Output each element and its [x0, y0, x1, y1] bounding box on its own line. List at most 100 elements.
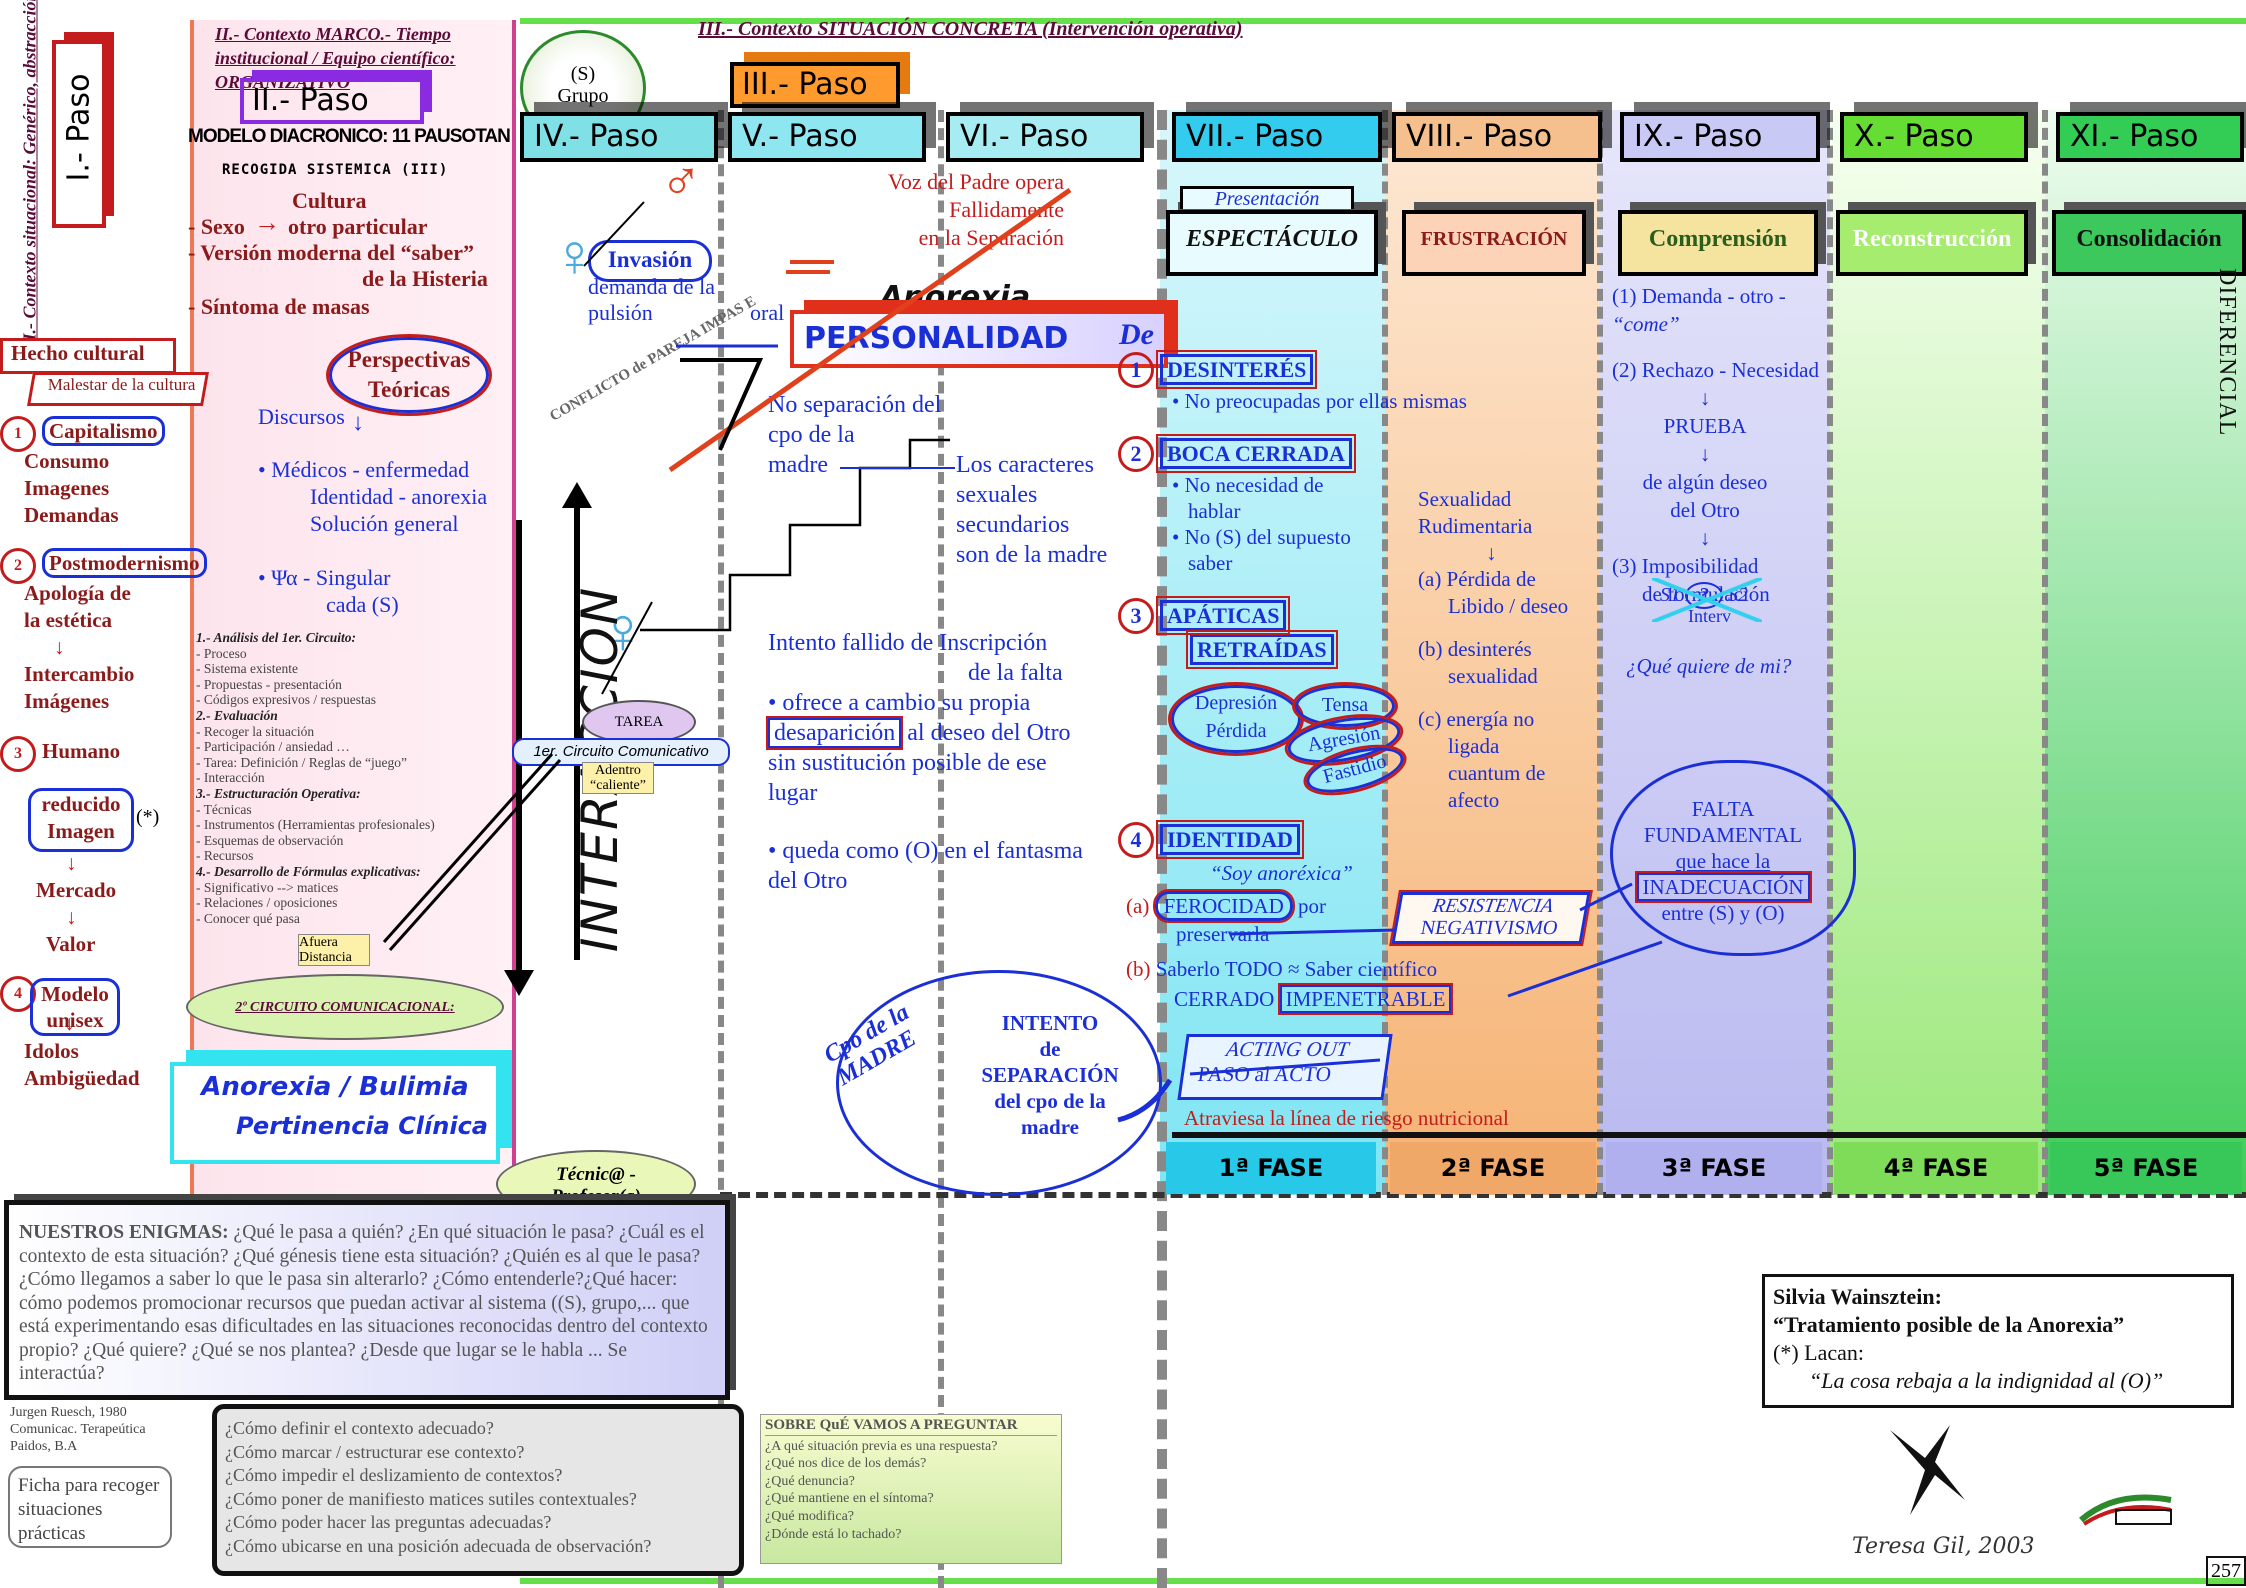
- analysis-line: - Proceso: [196, 645, 247, 661]
- caracteres-sexuales: Los caracteres sexuales secundarios son …: [956, 450, 1107, 570]
- modelo-diacronico: MODELO DIACRONICO: 11 PAUSOTAN: [188, 126, 511, 147]
- question-line: ¿Cómo definir el contexto adecuado?: [225, 1418, 494, 1438]
- diferencial: DIFERENCIAL: [2214, 268, 2240, 437]
- energia-no: (c) energía no: [1418, 707, 1535, 731]
- circuito-1-label: 1er. Circuito Comunicativo: [533, 743, 709, 760]
- down-arrow-icon: ↓: [66, 851, 77, 875]
- apaticas: APÁTICAS: [1155, 596, 1291, 635]
- cross-icon: [1652, 578, 1762, 622]
- cada-s: cada (S): [326, 592, 399, 617]
- medicos: • Médicos - enfermedad: [258, 457, 470, 482]
- acting-out-box: ACTING OUT PASO al ACTO: [1177, 1034, 1393, 1100]
- recogida-sistemica: RECOGIDA SISTEMICA (III): [222, 162, 449, 178]
- paso-2-header: II.- Contexto MARCO.- Tiempo institucion…: [215, 24, 456, 92]
- valor: Valor: [46, 932, 96, 956]
- libido-deseo: Libido / deseo: [1448, 594, 1569, 618]
- paso-header-5: V.- Paso: [728, 112, 926, 162]
- solucion-general: Solución general: [310, 511, 459, 536]
- padre-line-2: Fallidamente: [949, 197, 1064, 222]
- padre-line-1: Voz del Padre opera: [887, 169, 1064, 194]
- desaparicion-line: desaparición al deseo del Otro: [765, 716, 1158, 750]
- stage-label-10: Reconstrucción: [1852, 226, 2012, 252]
- intercambio: Intercambio: [24, 662, 135, 686]
- citation-lacan: (*) Lacan:: [1773, 1340, 1864, 1365]
- psi-alpha: • Ψα - Singular: [258, 565, 391, 590]
- sobre-item: ¿Qué denuncia?: [765, 1473, 855, 1489]
- secundarios: secundarios: [956, 512, 1070, 538]
- consumo: Consumo: [24, 449, 110, 473]
- cuantum: cuantum de: [1448, 761, 1546, 785]
- analysis-line: - Interacción: [196, 770, 265, 786]
- afecto: afecto: [1448, 788, 1500, 812]
- capitalismo: Capitalismo: [42, 416, 165, 446]
- personalidad-box: PERSONALIDAD De: [790, 310, 1168, 368]
- analysis-line: - Conocer qué pasa: [196, 910, 300, 926]
- come: “come”: [1612, 312, 1680, 336]
- viii-list: (a) Pérdida de Libido / deseo (b) desint…: [1418, 566, 1568, 814]
- circuito-2-label: 2º CIRCUITO COMUNICACIONAL:: [235, 1000, 455, 1015]
- desinteres: DESINTERÉS: [1155, 350, 1318, 389]
- citation-quote: “La cosa rebaja a la indignidad al (O)”: [1809, 1368, 2164, 1393]
- identidad: IDENTIDAD: [1156, 820, 1304, 859]
- question-line: ¿Cómo ubicarse en una posición adecuada …: [225, 1535, 652, 1556]
- otro-particular: otro particular: [288, 214, 428, 239]
- idolos: Idolos: [24, 1039, 79, 1063]
- del-otro-ix: del Otro: [1670, 498, 1740, 522]
- malestar-cultura: Malestar de la cultura: [27, 372, 209, 406]
- reference: Jurgen Ruesch, 1980 Comunicac. Terapeúti…: [10, 1404, 146, 1455]
- no-separacion-l2: cpo de la: [768, 422, 855, 448]
- down-arrow-icon: ↓: [1699, 442, 1711, 466]
- intento-fallido: Intento fallido de Inscripción de la fal…: [765, 628, 1158, 896]
- demanda-otro: (1) Demanda - otro - “come”: [1612, 284, 1786, 336]
- postmodernismo: Postmodernismo: [42, 548, 207, 578]
- horizontal-dashed-line: [720, 1192, 2246, 1198]
- signature: Teresa Gil, 2003: [1852, 1534, 2035, 1559]
- sobre-item: ¿Qué modifica?: [765, 1508, 855, 1524]
- adentro-box: Adentro “caliente”: [582, 762, 654, 794]
- humano: Humano: [42, 739, 121, 763]
- analysis-line: - Códigos expresivos / respuestas: [196, 692, 376, 708]
- analysis-line: - Instrumentos (Herramientas profesional…: [196, 817, 435, 833]
- ref-1: Jurgen Ruesch, 1980: [10, 1405, 127, 1420]
- por: por: [1298, 894, 1326, 918]
- son-madre: son de la madre: [956, 542, 1108, 568]
- paso-header-9: IX.- Paso: [1620, 112, 1820, 162]
- circuito-2-oval: 2º CIRCUITO COMUNICACIONAL:: [186, 974, 504, 1040]
- band-paso-3: [520, 18, 2246, 24]
- malestar-label: Malestar de la cultura: [47, 375, 196, 394]
- falta-oval: [1610, 760, 1856, 956]
- anorexia-bulimia-box: Anorexia / Bulimia Pertinencia Clínica: [170, 1062, 500, 1164]
- psi-singular: • Ψα - Singular cada (S): [258, 564, 399, 618]
- stage-box-9: Comprensión: [1618, 210, 1818, 276]
- b-label: (b): [1126, 957, 1151, 981]
- star-logo: [1880, 1420, 1970, 1520]
- anorexia-bulimia: Anorexia / Bulimia: [201, 1072, 469, 1102]
- paso-header-7: VII.- Paso: [1172, 112, 1382, 162]
- rechazo-necesidad: (2) Rechazo - Necesidad: [1612, 358, 1819, 382]
- separacion-word: SEPARACIÓN: [981, 1063, 1119, 1087]
- medicos-list: • Médicos - enfermedad Identidad - anore…: [258, 456, 487, 537]
- separator-x: [1827, 110, 1833, 1195]
- analysis-line: - Relaciones / oposiciones: [196, 895, 338, 911]
- analysis-line: - Recursos: [196, 848, 254, 864]
- sobre-box: SOBRE QuÉ VAMOS A PREGUNTAR¿A qué situac…: [760, 1414, 1062, 1564]
- paso-1-box: I.- Paso: [52, 40, 106, 228]
- number-4: 4: [0, 976, 36, 1012]
- atraviesa: Atraviesa la línea de riesgo nutricional: [1184, 1106, 1509, 1130]
- analysis-line: 1.- Análisis del 1er. Circuito:: [196, 630, 357, 645]
- imposibilidad: (3) Imposibilidad: [1612, 554, 1759, 578]
- apologia: Apología de: [24, 581, 131, 605]
- fastidio: Fastidio: [1320, 750, 1389, 789]
- citation-box: Silvia Wainsztein: “Tratamiento posible …: [1762, 1274, 2234, 1408]
- cultura-label: Cultura: [292, 188, 367, 213]
- questions-box: ¿Cómo definir el contexto adecuado? ¿Cómo…: [212, 1404, 744, 1576]
- intento-l1: Intento fallido de Inscripción: [768, 630, 1048, 656]
- down-arrow-icon: ↓: [66, 905, 77, 929]
- separator-viii: [1382, 110, 1388, 1195]
- soy-anorexica: “Soy anoréxica”: [1210, 861, 1353, 885]
- arrow-up-icon: [574, 500, 580, 960]
- small-logo: [2076, 1480, 2176, 1530]
